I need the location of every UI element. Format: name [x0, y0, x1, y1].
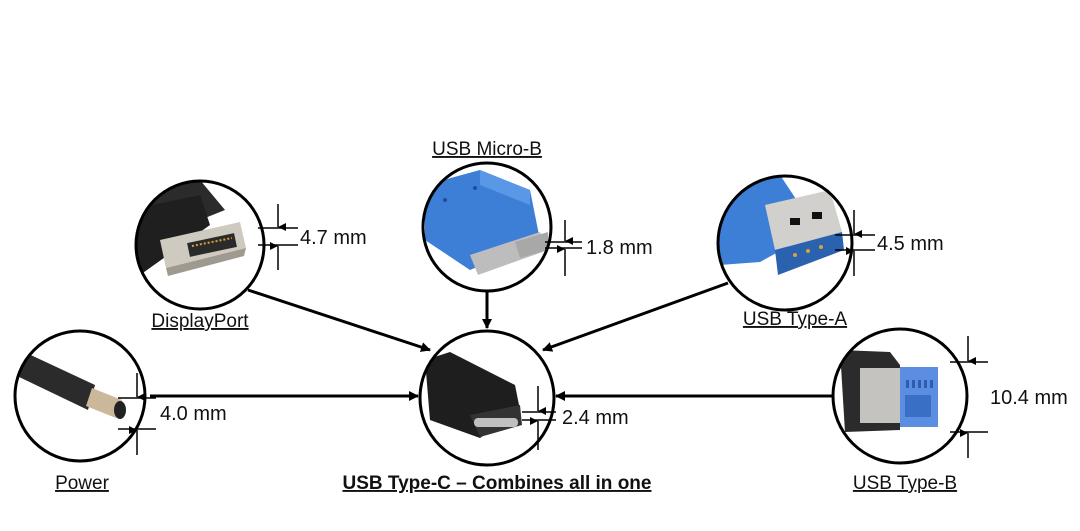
power-dimension: 4.0 mm: [160, 403, 227, 425]
displayport-label: DisplayPort: [151, 311, 249, 332]
connector-power: [13, 329, 147, 463]
connector-displayport: [134, 179, 266, 311]
connector-type-c: [418, 329, 556, 467]
connector-type-a: [716, 174, 854, 312]
type-a-connector-icon: [718, 176, 844, 275]
type-b-dimension: 10.4 mm: [990, 387, 1068, 409]
type-b-label: USB Type-B: [853, 473, 957, 494]
type-c-dimension: 2.4 mm: [562, 407, 629, 429]
displayport-connector-icon: [136, 181, 246, 276]
connector-type-b: [831, 327, 969, 465]
connection-arrows: [150, 281, 832, 401]
connector-micro-b: [421, 161, 553, 293]
type-a-dimension: 4.5 mm: [877, 233, 944, 255]
power-label: Power: [55, 473, 110, 494]
dimension-markers: [118, 204, 988, 458]
arrow-typea-to-typec: [542, 281, 729, 352]
type-c-connector-icon: [425, 352, 522, 438]
diagram-title: USB Type-C – Combines all in one: [343, 473, 652, 494]
displayport-dimension: 4.7 mm: [300, 227, 367, 249]
type-a-label: USB Type-A: [743, 309, 848, 330]
micro-b-label: USB Micro-B: [432, 139, 542, 160]
arrow-displayport-to-typec: [247, 288, 431, 352]
power-connector-icon: [15, 350, 126, 419]
micro-b-connector-icon: [425, 170, 548, 275]
type-b-connector-icon: [840, 350, 938, 432]
micro-b-dimension: 1.8 mm: [586, 237, 653, 259]
